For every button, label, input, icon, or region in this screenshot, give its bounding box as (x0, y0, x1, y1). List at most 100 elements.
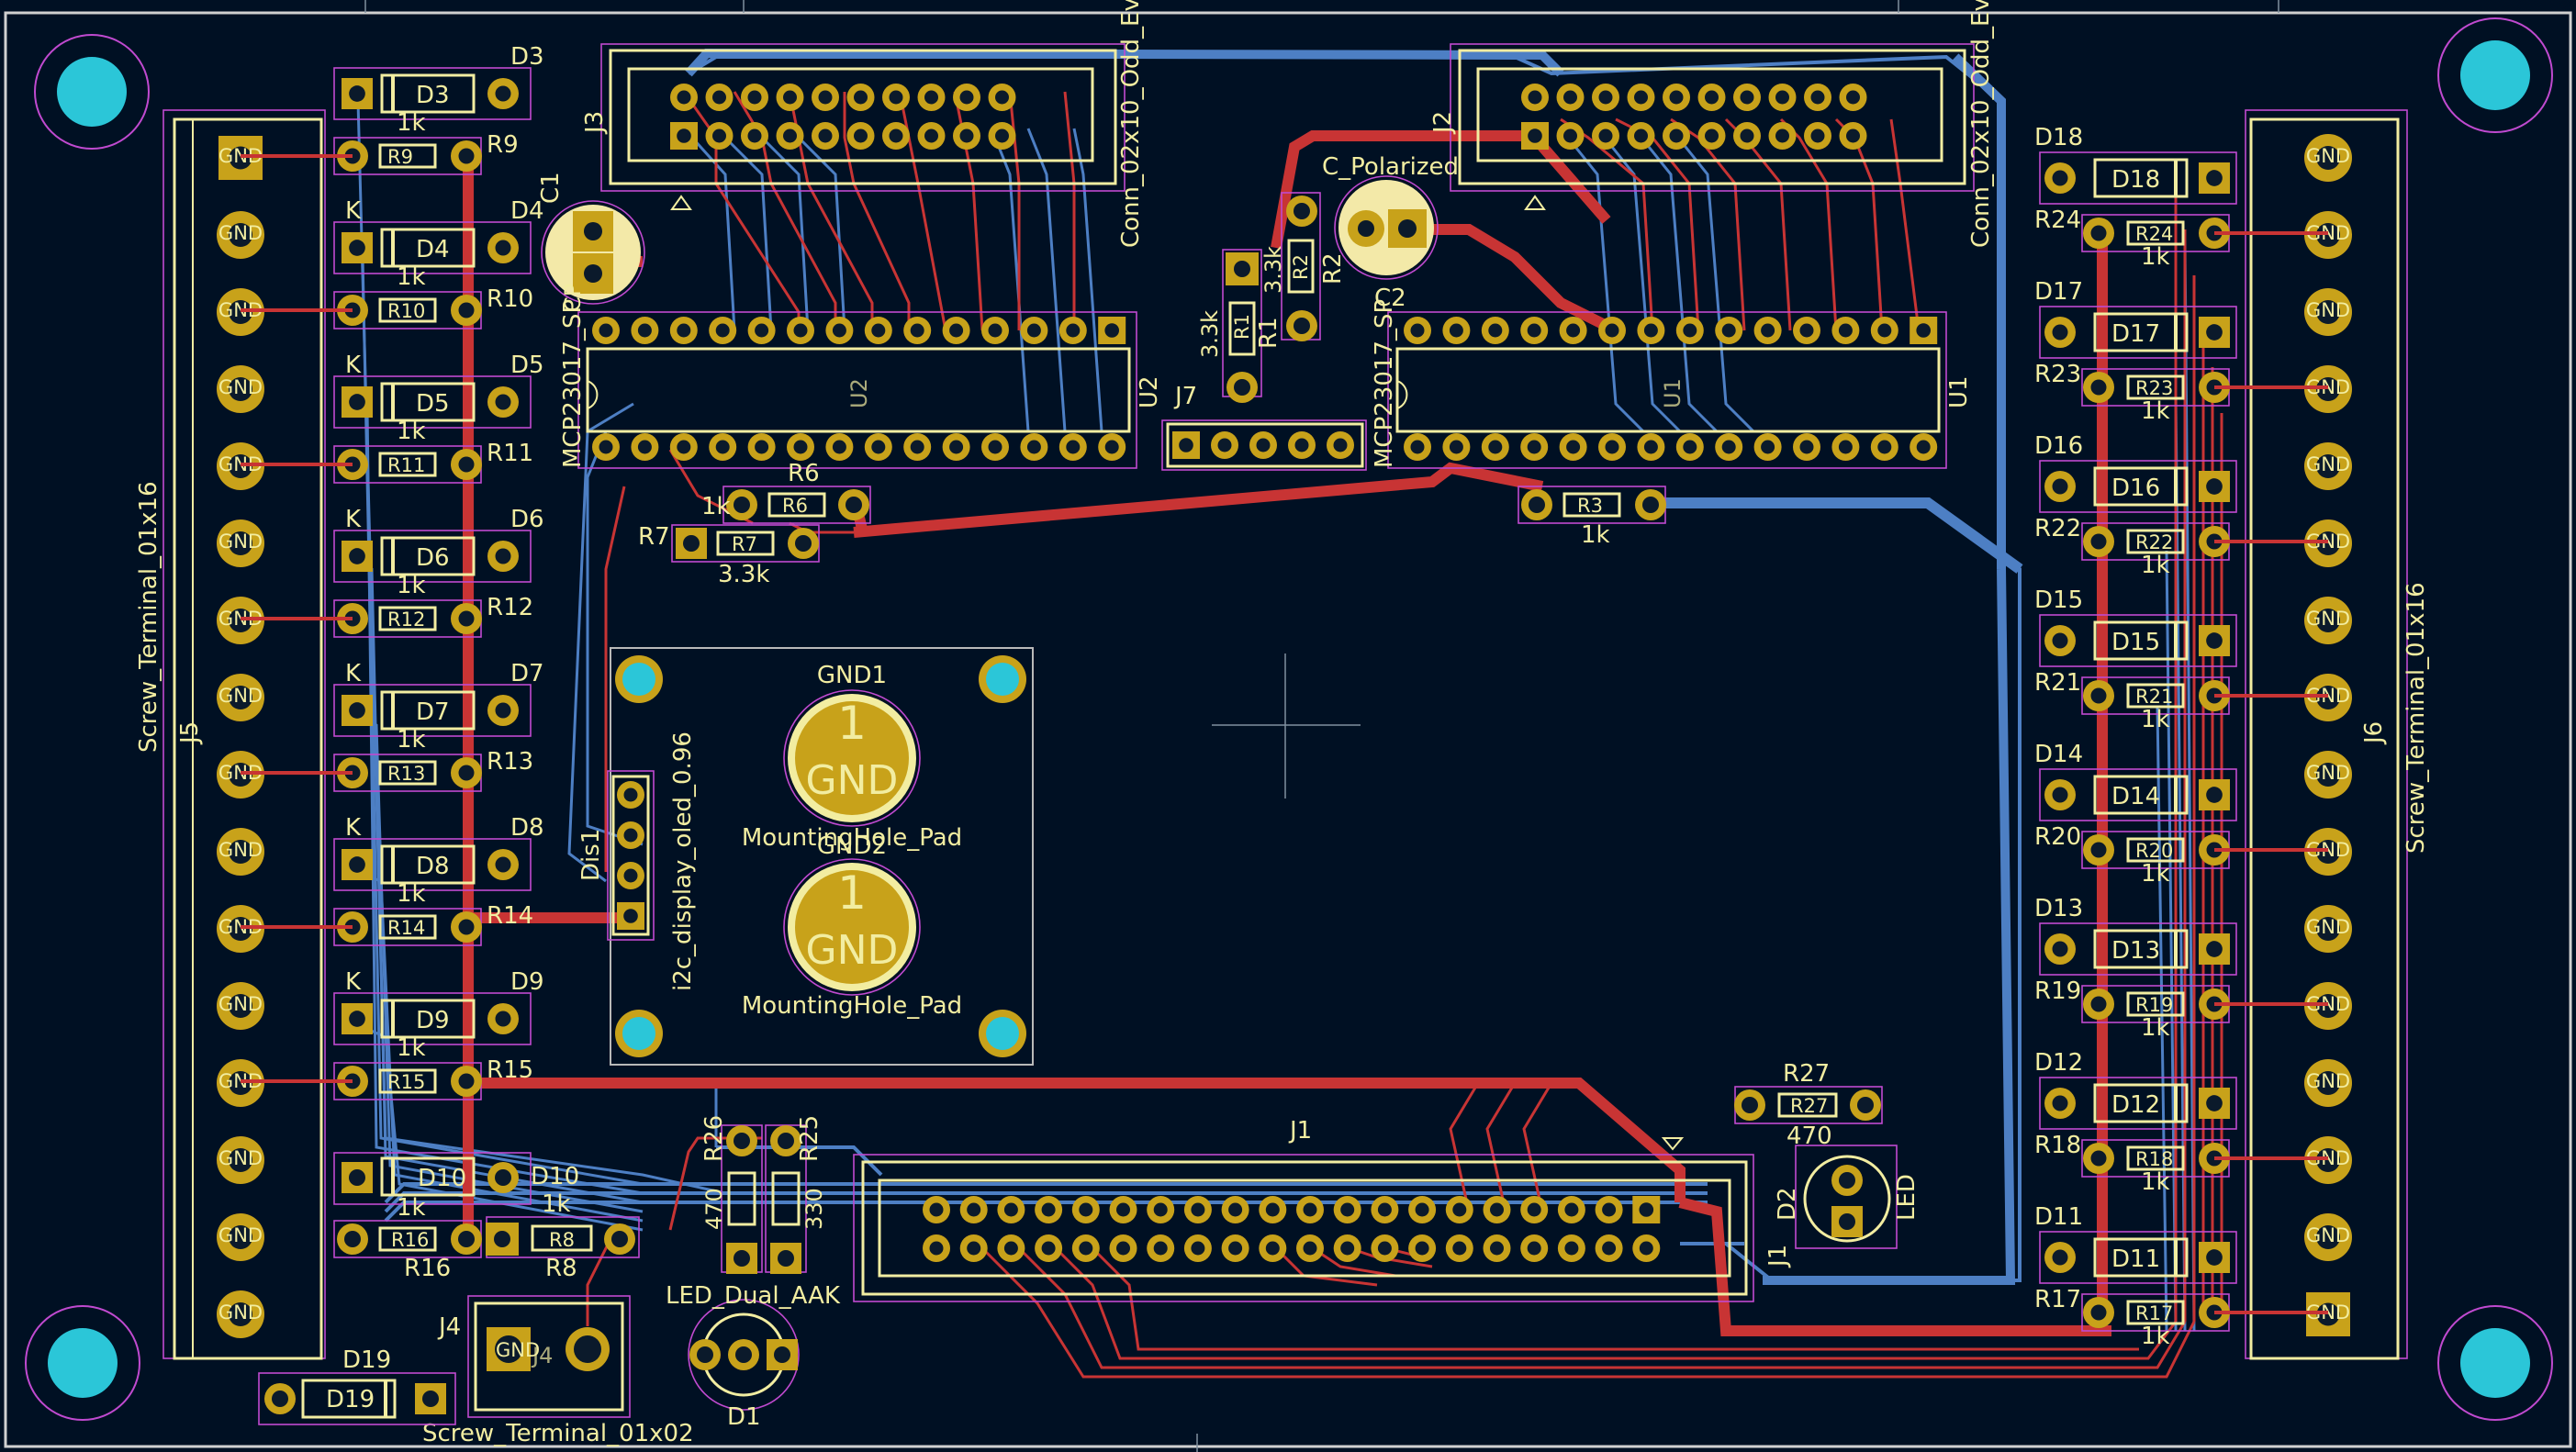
D2-ref-label: D2 (1774, 1187, 1801, 1221)
J2-pad-bot-9-hole (1846, 128, 1860, 143)
J1-pad-top-16-hole (1527, 1202, 1541, 1217)
resistor-0-body-label: R9 (387, 146, 413, 168)
GND1-ref-label: GND1 (817, 662, 887, 689)
rresistor-0-pad-1-hole (2090, 225, 2107, 241)
rresistor-0-ref-label: R24 (2034, 207, 2081, 234)
diode-0-anode-pad-hole (495, 85, 511, 102)
J2-pad-top-9-hole (1846, 90, 1860, 105)
U1-pad-bot-4-hole (1566, 440, 1581, 454)
U1-pad-bot-5-hole (1605, 440, 1619, 454)
R7-body-label: R7 (732, 533, 757, 555)
resistor-6-ref-label: R15 (487, 1056, 533, 1084)
J5-pad-4-net: GND (218, 376, 263, 398)
diode-6-anode-pad-hole (495, 1011, 511, 1027)
resistor-6-body-label: R15 (387, 1071, 425, 1093)
rresistor-body-3 (2126, 683, 2185, 709)
rresistor-7-body-label: R17 (2135, 1302, 2173, 1324)
rdiode-3-cathode-pad-hole (2206, 632, 2223, 649)
U1-pad-bot-7-hole (1683, 440, 1697, 454)
J1-pad-bot-17-hole (1564, 1241, 1579, 1256)
U2-pad-bot-6-hole (832, 440, 846, 454)
capacitor-C1: C1 CP (537, 172, 645, 312)
rresistor-body-6 (2126, 1145, 2185, 1171)
J4-ref-label: J4 (437, 1313, 461, 1341)
board-outline (4, 11, 2572, 1448)
R1-value-label: 3.3k (1197, 310, 1223, 358)
resistor-4-body-label: R13 (387, 763, 425, 785)
U1-value-label: MCP23017_SP (1371, 299, 1398, 468)
resistor-3-value-label: 1k (397, 572, 426, 599)
R2-body-label: R2 (1290, 254, 1312, 280)
rdiode-court-7 (2039, 1231, 2237, 1284)
R27-ref-label: R27 (1783, 1060, 1830, 1088)
U1-pad-top-7-hole (1683, 323, 1697, 338)
U2-pad-top-2-hole (677, 323, 691, 338)
diode-3-anode-pad-hole (495, 548, 511, 564)
J1-pad-top-9-hole (1265, 1202, 1280, 1217)
J5-ref-label: J5 (176, 721, 204, 745)
J6-pad-13-net: GND (2306, 1070, 2350, 1092)
J3-pad-bot-5-hole (854, 128, 868, 143)
rresistor-4-value-label: 1k (2141, 860, 2170, 888)
resistor-body-4 (378, 760, 437, 786)
R25-ref-label: R25 (796, 1115, 823, 1162)
resistor-4-ref-label: R13 (487, 748, 533, 776)
U1-pad-bot-12-hole (1877, 440, 1892, 454)
J1-pad-bot-10-hole (1303, 1241, 1317, 1256)
J2-pad-bot-7-hole (1775, 128, 1789, 143)
diode-0-ref-label: D3 (510, 43, 544, 71)
rdiode-7-anode-pad-hole (2052, 1249, 2068, 1266)
origin-crosshair (1212, 653, 1361, 799)
U2-pad-top-7-hole (871, 323, 886, 338)
rdiode-3-anode-pad-hole (2052, 632, 2068, 649)
rresistor-7-value-label: 1k (2141, 1323, 2170, 1350)
resistor-6-value-label: 1k (397, 1034, 426, 1062)
diode-3-body-label: D6 (416, 544, 450, 572)
U2-pad-bot-10-hole (988, 440, 1002, 454)
D1-value-label: LED_Dual_AAK (666, 1282, 841, 1310)
R8-ref-label: R8 (545, 1255, 577, 1282)
J2-ref-label: J2 (1429, 111, 1457, 135)
rdiode-0-ref-label: D18 (2034, 124, 2083, 151)
U2-pad-bot-11-hole (1026, 440, 1041, 454)
J1-pad-bot-14-hole (1452, 1241, 1467, 1256)
left-led-resistor-column: D3D3R91kR9D4D4KR101kR10D5D5KR111kR11D6D6… (241, 43, 544, 1100)
J6-pad-9-hole (2316, 763, 2340, 787)
U1-pad-top-0-hole (1410, 323, 1425, 338)
R16-body-label: R16 (391, 1229, 429, 1251)
J4-inner-label: J4 (531, 1343, 553, 1368)
resistor-4-value-label: 1k (397, 726, 426, 754)
diode-body-3 (380, 536, 476, 576)
rdiode-body-4 (2093, 775, 2189, 815)
rdiode-body-7 (2093, 1237, 2189, 1278)
resistor-5-value-label: 1k (397, 880, 426, 908)
rdiode-5-anode-pad-hole (2052, 941, 2068, 957)
U2-pad-top-5-hole (793, 323, 808, 338)
J2-pad-top-8-hole (1810, 90, 1825, 105)
J6-pad-7-net: GND (2306, 608, 2350, 630)
J7-ref-label: J7 (1173, 383, 1197, 410)
rdiode-0-body-label: D18 (2111, 166, 2160, 194)
rresistor-body-1 (2126, 374, 2185, 400)
rresistor-5-value-label: 1k (2141, 1014, 2170, 1042)
rdiode-court-6 (2039, 1077, 2237, 1130)
J6-pad-15-net: GND (2306, 1224, 2350, 1246)
J4-value-label: Screw_Terminal_01x02 (422, 1420, 694, 1447)
rresistor-6-value-label: 1k (2141, 1168, 2170, 1196)
J1-pad-bot-4-hole (1079, 1241, 1093, 1256)
J5-pad-12-hole (229, 994, 252, 1018)
rdiode-4-anode-pad-hole (2052, 787, 2068, 803)
J1-pad-top-0-hole (929, 1202, 944, 1217)
Dis1-pad-3-hole (623, 909, 638, 923)
diode-6-ref-label: D9 (510, 968, 544, 996)
J6-pad-5-hole (2316, 454, 2340, 478)
D1-ref-label: D1 (727, 1403, 761, 1431)
rdiode-court-5 (2039, 922, 2237, 976)
resistor-R3: 1k R3 (1518, 486, 1666, 549)
J6-pad-5-net: GND (2306, 453, 2350, 475)
J3-pad-bot-4-hole (818, 128, 833, 143)
